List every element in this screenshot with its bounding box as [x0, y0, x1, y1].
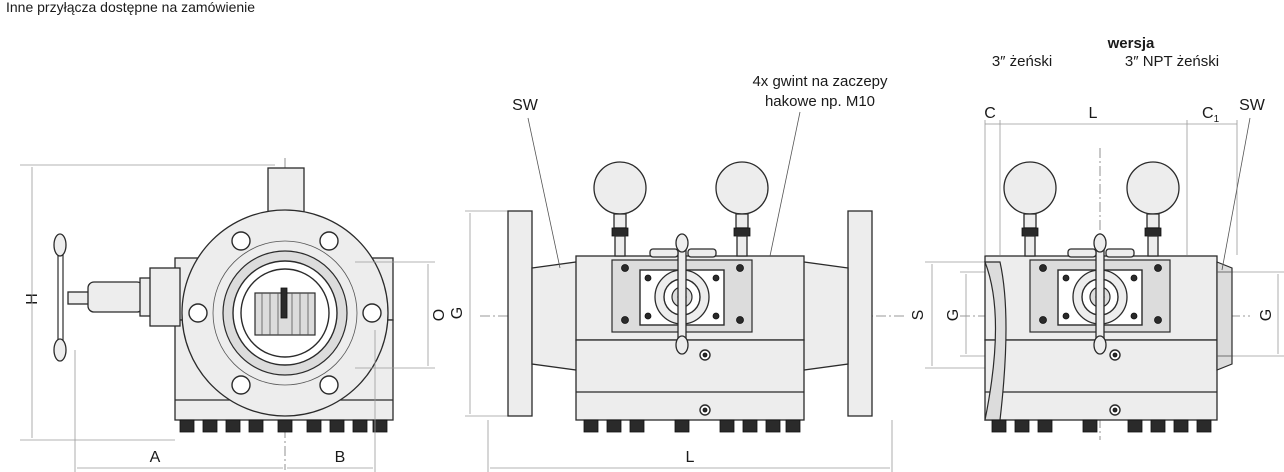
dim-label-g-flange: G	[449, 307, 466, 319]
spindle-housing	[87, 281, 144, 313]
valve-body-base	[575, 339, 805, 421]
dim-label-s: S	[910, 310, 927, 321]
header-note: Inne przyłącza dostępne na zamówienie	[6, 0, 255, 15]
handle-knob-top	[53, 233, 67, 257]
dim-label-sw-right: SW	[1239, 97, 1266, 114]
bottom-nuts-left	[179, 419, 388, 433]
dim-label-g-right: G	[1258, 309, 1275, 321]
middle-view	[465, 111, 905, 472]
handle-knob-bottom	[53, 338, 67, 362]
pressure-gauge-right-threaded	[1126, 161, 1180, 215]
dim-label-l-bottom: L	[686, 449, 695, 466]
version-option-female: 3″ żeński	[992, 53, 1052, 70]
dim-label-c: C	[984, 105, 996, 122]
pressure-gauge-left-threaded	[1003, 161, 1057, 215]
dim-label-h: H	[24, 293, 41, 305]
dim-label-g-left: G	[945, 309, 962, 321]
left-view	[20, 158, 435, 472]
dim-label-a: A	[150, 449, 161, 466]
dim-label-o: O	[431, 309, 448, 321]
pressure-gauge-right	[715, 161, 769, 215]
flange-right	[847, 210, 873, 417]
flange-left	[507, 210, 533, 417]
dim-label-c1: C1	[1202, 105, 1220, 125]
bottom-nuts-middle	[583, 419, 801, 433]
dim-label-sw-middle: SW	[512, 97, 539, 114]
thread-note-line2: hakowe np. M10	[765, 93, 875, 110]
thread-note-line1: 4x gwint na zaczepy	[752, 73, 888, 90]
dim-label-l-top: L	[1089, 105, 1098, 122]
dim-label-b: B	[335, 449, 346, 466]
version-heading: wersja	[1107, 35, 1155, 52]
right-view	[925, 117, 1284, 440]
version-option-npt-female: 3″ NPT żeński	[1125, 53, 1219, 70]
pressure-gauge-left	[593, 161, 647, 215]
top-outlet-stub	[267, 167, 305, 214]
bottom-nuts-right	[991, 419, 1212, 433]
